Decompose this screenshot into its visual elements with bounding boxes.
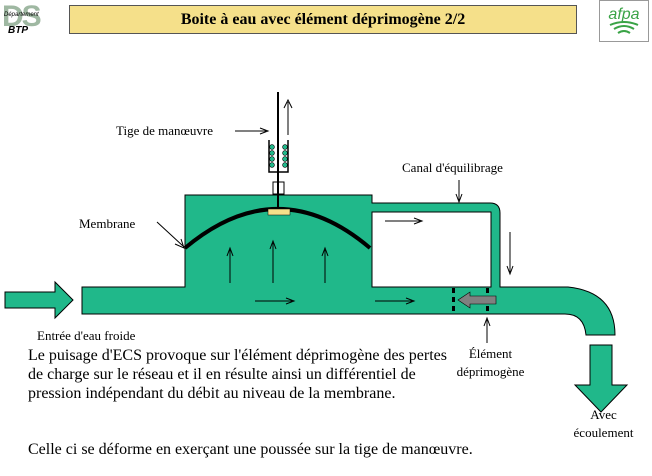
ds-btp-logo: DS Département BTP (2, 2, 52, 40)
membrane-plate (267, 208, 291, 216)
logo-departement-text: Département (4, 12, 39, 18)
paragraph-explanation: Le puisage d'ECS provoque sur l'élément … (28, 347, 447, 402)
label-entree: Entrée d'eau froide (37, 328, 136, 343)
pressure-arrows (226, 239, 329, 283)
label-canal: Canal d'équilibrage (402, 160, 503, 175)
label-pointers (156, 127, 491, 343)
afpa-logo: afpa (599, 0, 649, 42)
flow-arrows (255, 217, 424, 305)
water-box-body (81, 194, 616, 336)
stem-gland (272, 181, 285, 195)
spring-coils (269, 144, 288, 168)
label-membrane: Membrane (79, 216, 136, 231)
paragraph-conclusion: Celle ci se déforme en exerçant une pous… (28, 441, 473, 458)
stem-up-arrowhead (283, 98, 293, 109)
plug-arrow-icon (457, 291, 497, 309)
page-title: Boite à eau avec élément déprimogène 2/2 (69, 5, 577, 34)
outlet-arrow-icon (573, 344, 629, 413)
label-element: Élément déprimogène (456, 346, 525, 379)
depressing-element (452, 288, 497, 311)
logo-btp-text: BTP (8, 25, 28, 36)
inlet-arrow-icon (4, 280, 74, 320)
label-tige: Tige de manœuvre (116, 123, 214, 138)
canal-down-arrow (506, 232, 514, 276)
label-avec: Avec écoulement (573, 407, 634, 440)
afpa-logo-icon: afpa (608, 6, 640, 34)
afpa-logo-text: afpa (608, 6, 639, 23)
canal-inner (371, 211, 492, 288)
logo-ds-text: DS (2, 0, 42, 33)
stem-housing (268, 140, 289, 173)
